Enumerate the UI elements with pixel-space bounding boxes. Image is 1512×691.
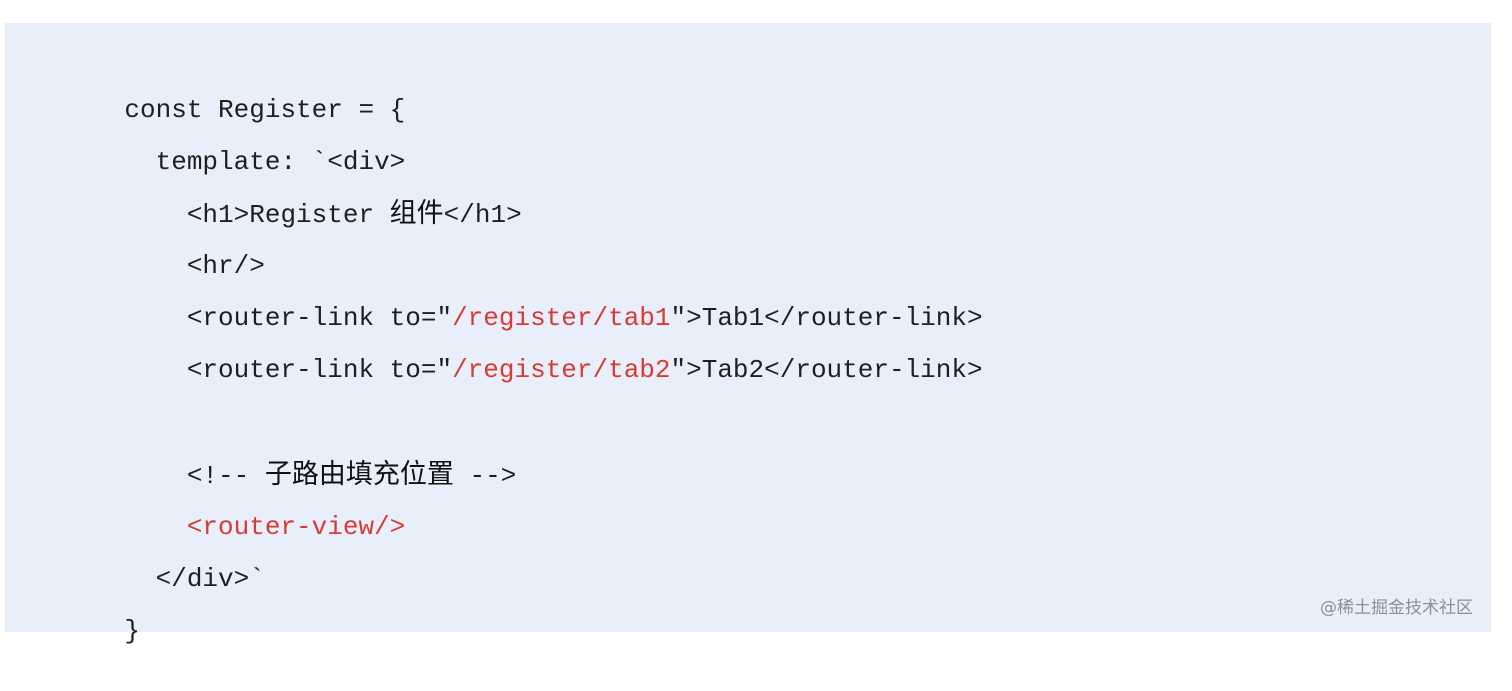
- code-text: ">Tab2</router-link>: [670, 355, 983, 385]
- comment-open-text: <!--: [124, 461, 265, 491]
- code-text: const Register = {: [124, 95, 406, 125]
- router-view-text: <router-view/>: [124, 512, 406, 542]
- code-line-11: }: [62, 571, 140, 646]
- code-text: </div>`: [124, 564, 265, 594]
- code-line-10: </div>`: [62, 519, 265, 594]
- chinese-comment-text: 组件: [389, 198, 444, 229]
- code-text: template: `<div>: [124, 147, 406, 177]
- code-text: }: [124, 616, 141, 646]
- route-path-text: /register/tab2: [452, 355, 671, 385]
- code-text: <hr/>: [124, 251, 265, 281]
- code-line-4: <hr/>: [62, 206, 265, 281]
- comment-close-text: -->: [453, 461, 517, 491]
- code-block: const Register = { template: `<div> <h1>…: [5, 23, 1491, 646]
- code-line-3: <h1>Register 组件</h1>: [62, 154, 522, 230]
- code-text: ">Tab1</router-link>: [670, 303, 983, 333]
- code-line-9: <router-view/>: [62, 467, 405, 542]
- code-line-2: template: `<div>: [62, 102, 406, 177]
- code-line-5: <router-link to="/register/tab1">Tab1</r…: [62, 258, 983, 333]
- watermark-text: @稀土掘金技术社区: [1320, 598, 1473, 618]
- code-line-8: <!-- 子路由填充位置 -->: [62, 415, 516, 491]
- code-text: </h1>: [443, 200, 522, 230]
- code-line-1: const Register = {: [62, 50, 405, 125]
- code-text: <router-link to=": [124, 355, 453, 385]
- chinese-comment-text: 子路由填充位置: [264, 459, 454, 490]
- code-line-7: [62, 362, 124, 402]
- code-text: <router-link to=": [124, 303, 453, 333]
- code-line-6: <router-link to="/register/tab2">Tab2</r…: [62, 310, 983, 385]
- code-text: <h1>Register: [124, 200, 390, 230]
- route-path-text: /register/tab1: [452, 303, 671, 333]
